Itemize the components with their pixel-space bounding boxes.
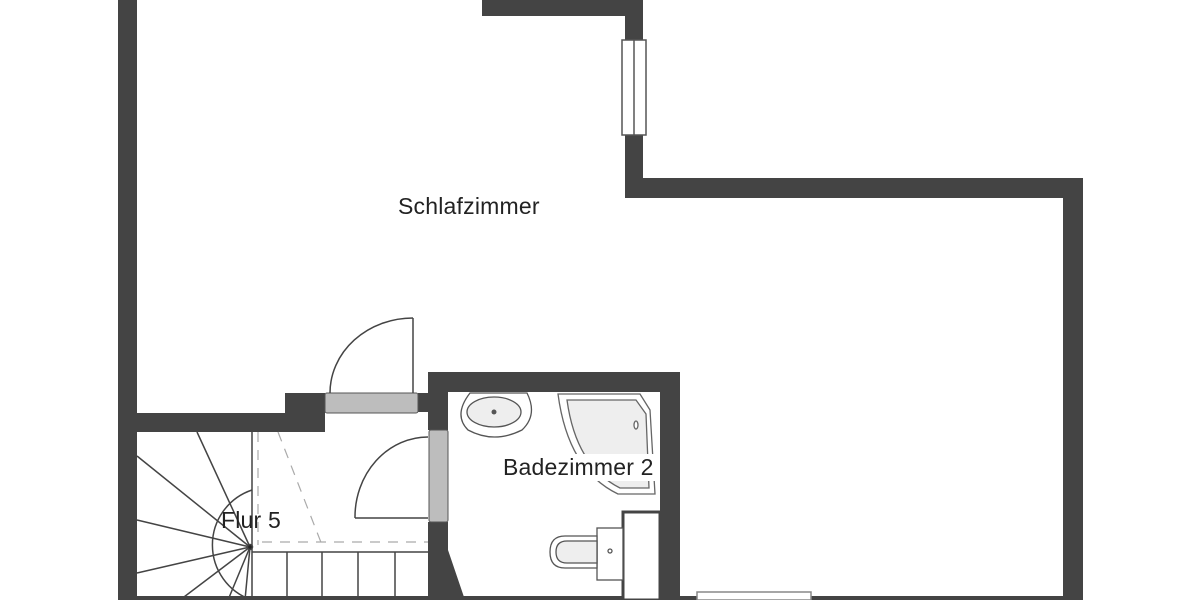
- toilet: [549, 510, 662, 600]
- sink: [460, 392, 533, 438]
- wall-flur-top: [137, 413, 303, 432]
- wall-top-stub: [482, 0, 643, 16]
- wall-upper-right-a: [625, 0, 643, 40]
- room-label-flur-5: Flur 5: [221, 507, 281, 533]
- room-label-badezimmer-2: Badezimmer 2: [502, 454, 655, 481]
- wall-bath-right: [660, 372, 680, 600]
- wall-flur-step: [285, 393, 325, 432]
- wall-left: [118, 0, 137, 600]
- wall-right: [1063, 178, 1083, 600]
- door-schlafzimmer: [324, 317, 419, 414]
- wall-bath-left-a: [428, 372, 448, 430]
- staircase: [136, 431, 428, 600]
- window-bottom: [696, 591, 812, 600]
- window-upper: [621, 39, 647, 136]
- wall-bottom: [118, 596, 1083, 600]
- room-label-schlafzimmer: Schlafzimmer: [398, 193, 540, 219]
- wall-flur-door-right: [418, 393, 430, 412]
- wall-bath-top: [428, 372, 680, 392]
- wall-horizontal-right: [625, 178, 1083, 198]
- wall-bath-left-b: [428, 522, 465, 600]
- door-badezimmer: [354, 429, 449, 523]
- walls: [118, 0, 1083, 600]
